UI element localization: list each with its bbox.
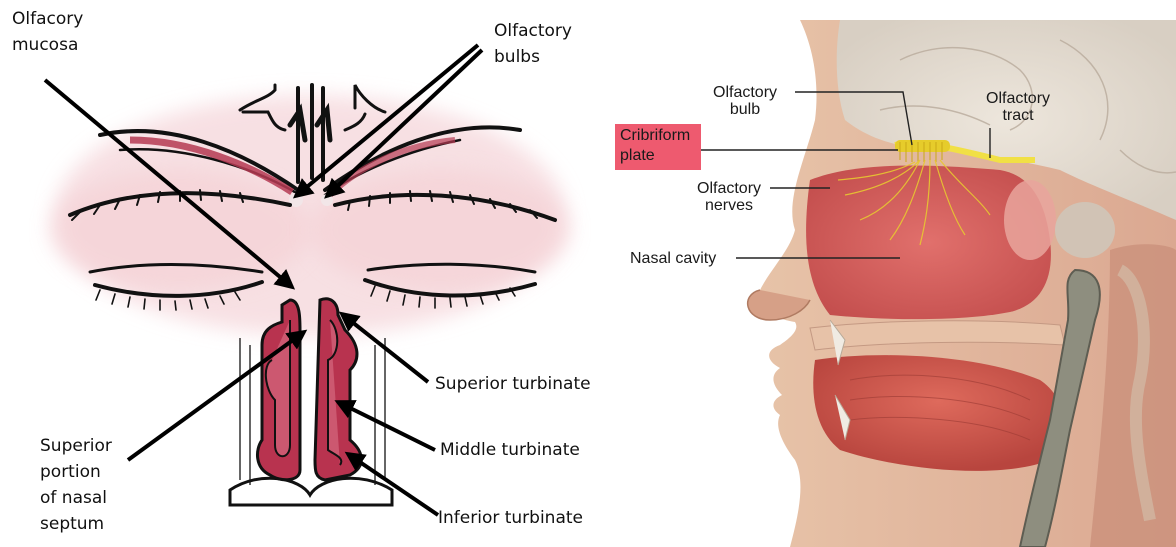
label-inferior-turbinate: Inferior turbinate	[438, 505, 583, 531]
label-olfactory-nerves: Olfactory nerves	[697, 180, 761, 214]
label-olfactory-tract: Olfactory tract	[986, 90, 1050, 124]
label-nasal-cavity: Nasal cavity	[630, 250, 716, 267]
label-olfactory-bulbs: Olfactory bulbs	[494, 18, 572, 70]
label-superior-turbinate: Superior turbinate	[435, 371, 591, 397]
label-middle-turbinate: Middle turbinate	[440, 437, 580, 463]
label-olfactory-bulb: Olfactory bulb	[713, 84, 777, 118]
label-septum: Superior portion of nasal septum	[40, 433, 112, 537]
label-olfactory-mucosa: Olfacory mucosa	[12, 6, 83, 58]
label-cribriform-plate: Cribriform plate	[615, 124, 701, 170]
